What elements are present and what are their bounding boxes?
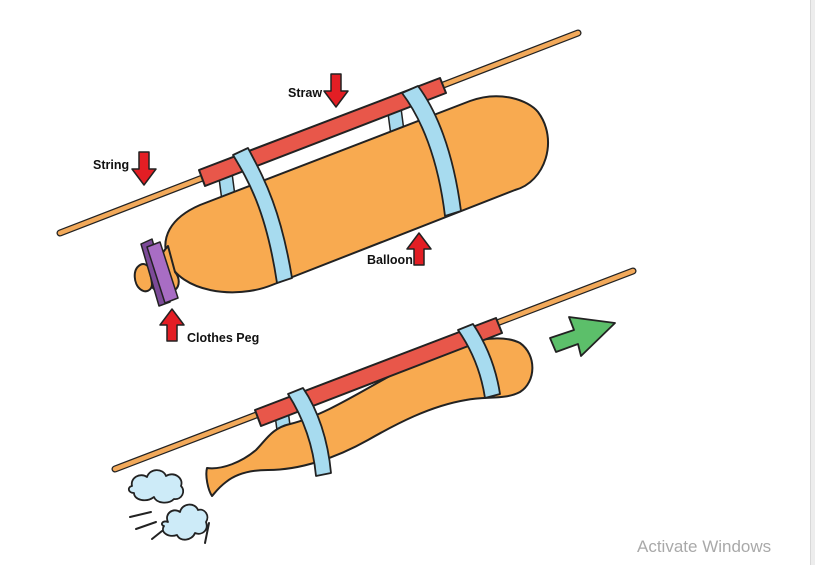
tape-band <box>457 323 501 399</box>
clothes-peg-pointer-arrow <box>159 308 185 342</box>
straw-tube <box>198 77 447 187</box>
motion-direction-arrow <box>549 316 616 357</box>
balloon-deflating <box>205 337 534 497</box>
string-pointer-arrow <box>131 151 157 186</box>
air-exhaust-puffs <box>127 469 210 544</box>
string-label: String <box>93 158 129 172</box>
straw-label: Straw <box>288 86 322 100</box>
straw-tube <box>254 317 503 427</box>
rocket-setup-before: Straw String Balloon Clothes Peg <box>56 29 582 345</box>
straw-pointer-arrow <box>323 73 349 108</box>
balloon-label: Balloon <box>367 253 413 267</box>
clothes-peg <box>140 238 179 307</box>
tape-band <box>287 387 332 477</box>
tape-band <box>232 147 293 284</box>
rocket-in-motion <box>111 267 637 544</box>
tape-band <box>401 85 462 217</box>
activate-windows-watermark: Activate Windows <box>637 537 772 556</box>
clothes-peg-label: Clothes Peg <box>187 331 259 345</box>
window-edge <box>810 0 815 565</box>
balloon-pointer-arrow <box>406 232 432 266</box>
